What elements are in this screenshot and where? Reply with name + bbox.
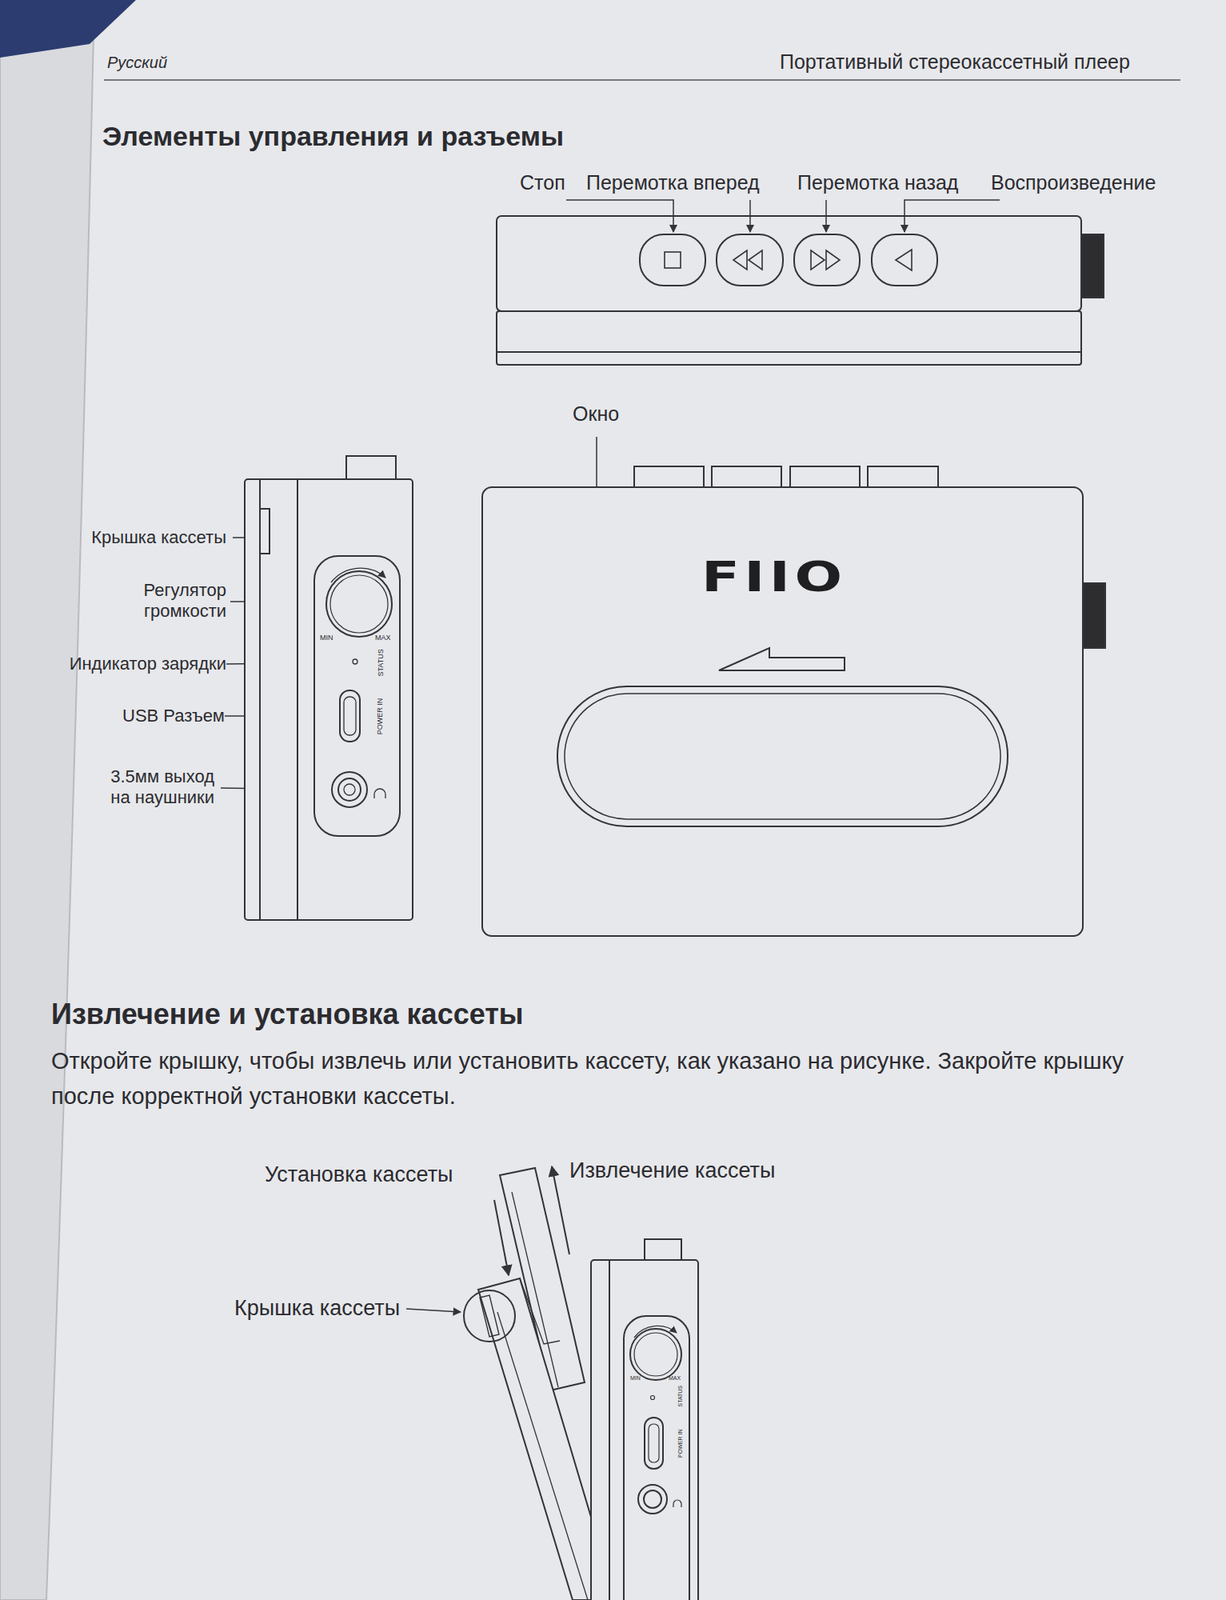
panel-marking: MAX xyxy=(668,1374,681,1382)
panel-marking: STATUS xyxy=(677,1385,684,1407)
book-cover-corner xyxy=(0,0,136,58)
panel-marking: MAX xyxy=(375,633,392,643)
side-view xyxy=(244,455,413,920)
top-view xyxy=(496,215,1104,365)
part-label: USB Разъем xyxy=(48,705,225,727)
open-cover-view xyxy=(463,1167,699,1600)
language-tag: Русский xyxy=(107,52,168,72)
panel-marking: STATUS xyxy=(376,648,386,676)
header-rule xyxy=(103,79,1181,81)
part-label: Воспроизведение xyxy=(990,170,1156,195)
part-label: Регулятор громкости xyxy=(106,579,227,623)
part-label: Индикатор зарядки xyxy=(50,653,227,675)
page-header: Портативный стереокассетный плеер xyxy=(779,49,1131,74)
page-title: Элементы управления и разъемы xyxy=(102,119,564,153)
part-label: Крышка кассеты xyxy=(234,1294,400,1321)
panel-marking: POWER IN xyxy=(677,1428,684,1457)
part-label: Перемотка вперед xyxy=(586,170,760,195)
facing-page xyxy=(0,0,95,1600)
part-label: Стоп xyxy=(519,170,566,195)
part-label: Перемотка назад xyxy=(797,170,959,195)
panel-marking: MIN xyxy=(319,633,334,643)
part-label: 3.5мм выход на наушники xyxy=(94,766,215,809)
section-heading: Извлечение и установка кассеты xyxy=(51,996,524,1031)
panel-marking: MIN xyxy=(630,1374,641,1382)
part-label: Установка кассеты xyxy=(264,1161,453,1187)
part-label: Извлечение кассеты xyxy=(569,1157,775,1183)
body-paragraph: Откройте крышку, чтобы извлечь или устан… xyxy=(51,1043,1187,1114)
brand-logo: FIIO xyxy=(701,551,847,602)
part-label: Окно xyxy=(572,401,619,426)
panel-marking: POWER IN xyxy=(376,697,386,735)
front-view xyxy=(482,466,1106,936)
part-label: Крышка кассеты xyxy=(66,527,227,548)
